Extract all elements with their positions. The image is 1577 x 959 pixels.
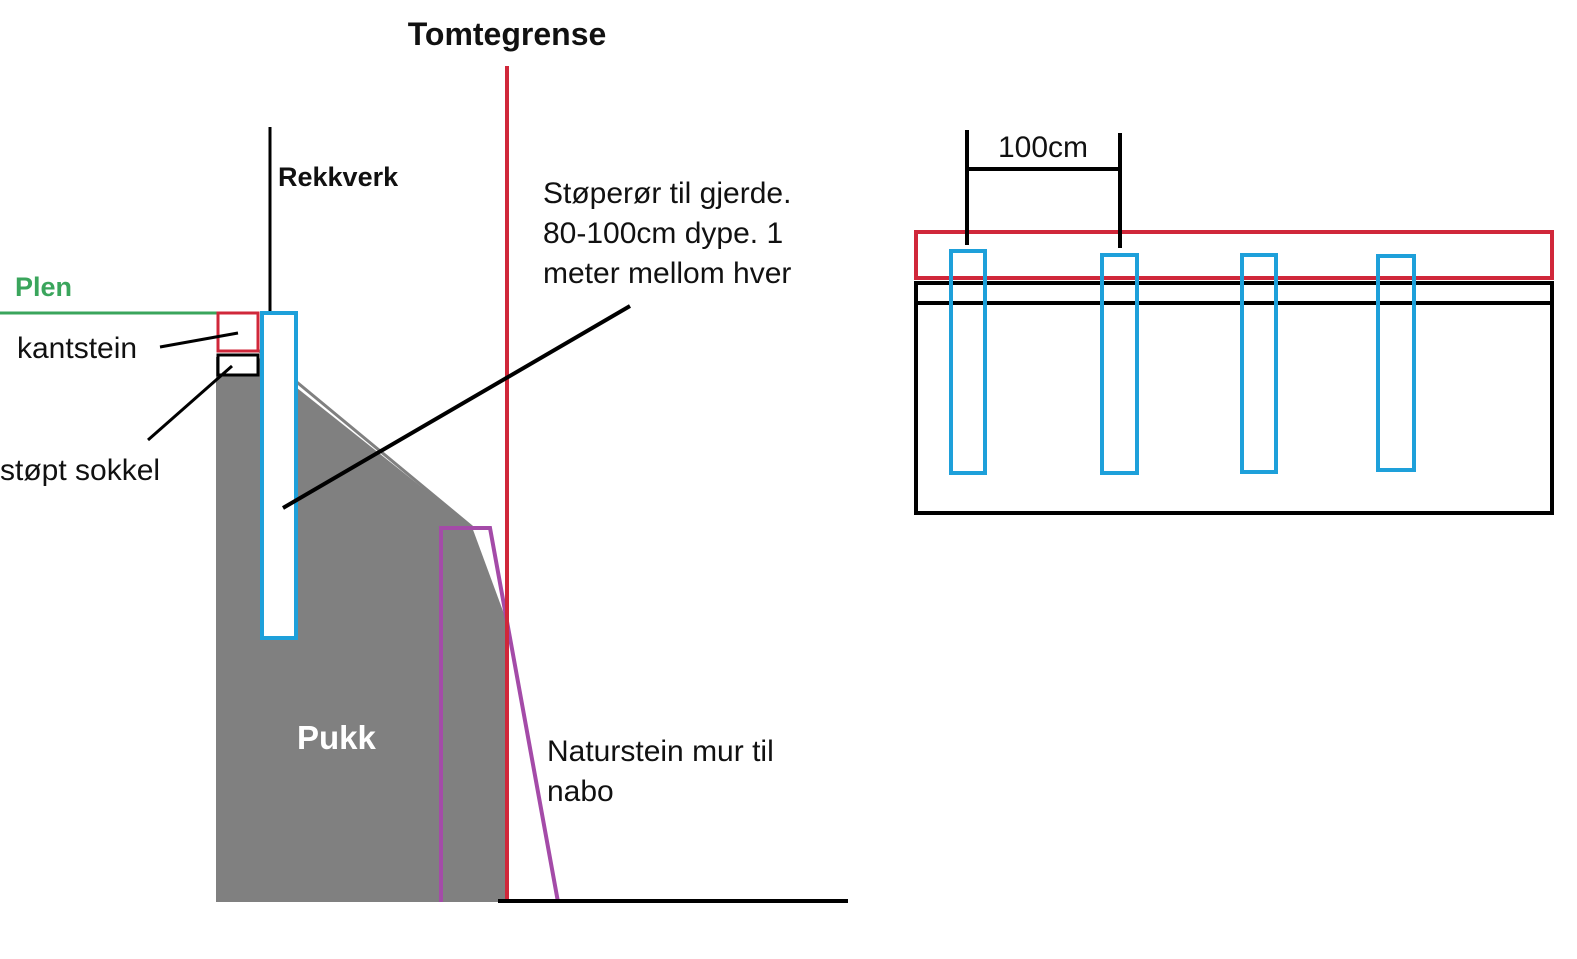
front-curb-strip bbox=[914, 230, 1554, 280]
curb-leader bbox=[159, 331, 239, 349]
pipe-label-line3: meter mellom hver bbox=[543, 257, 791, 290]
front-view: 100cm bbox=[914, 130, 1554, 515]
gravel-label: Pukk bbox=[297, 719, 377, 756]
cast-pipe bbox=[260, 311, 298, 640]
wall-label-line2: nabo bbox=[547, 775, 614, 808]
base-leader bbox=[147, 364, 233, 442]
gravel-fill bbox=[216, 357, 507, 902]
pipe-leader bbox=[281, 304, 632, 510]
curb-stone bbox=[216, 311, 260, 353]
wall-label-line1: Naturstein mur til bbox=[547, 735, 774, 768]
front-pipe-3 bbox=[1240, 253, 1278, 474]
front-base-box bbox=[914, 281, 1554, 515]
stone-wall bbox=[439, 526, 560, 903]
curb-label: kantstein bbox=[17, 332, 137, 365]
cross-section: Tomtegrense Rekkverk Plen kantstein støp… bbox=[0, 16, 848, 903]
cast-base-label: støpt sokkel bbox=[0, 454, 160, 487]
property-line-label: Tomtegrense bbox=[408, 16, 607, 52]
railing-label: Rekkverk bbox=[278, 162, 399, 192]
spacing-label: 100cm bbox=[998, 131, 1088, 164]
front-pipe-1 bbox=[949, 249, 987, 475]
front-pipe-2 bbox=[1100, 253, 1139, 475]
pipe-label-line2: 80-100cm dype. 1 bbox=[543, 217, 783, 250]
front-pipe-4 bbox=[1376, 254, 1416, 472]
lawn-label: Plen bbox=[15, 272, 72, 302]
pipe-label-line1: Støperør til gjerde. bbox=[543, 177, 791, 210]
